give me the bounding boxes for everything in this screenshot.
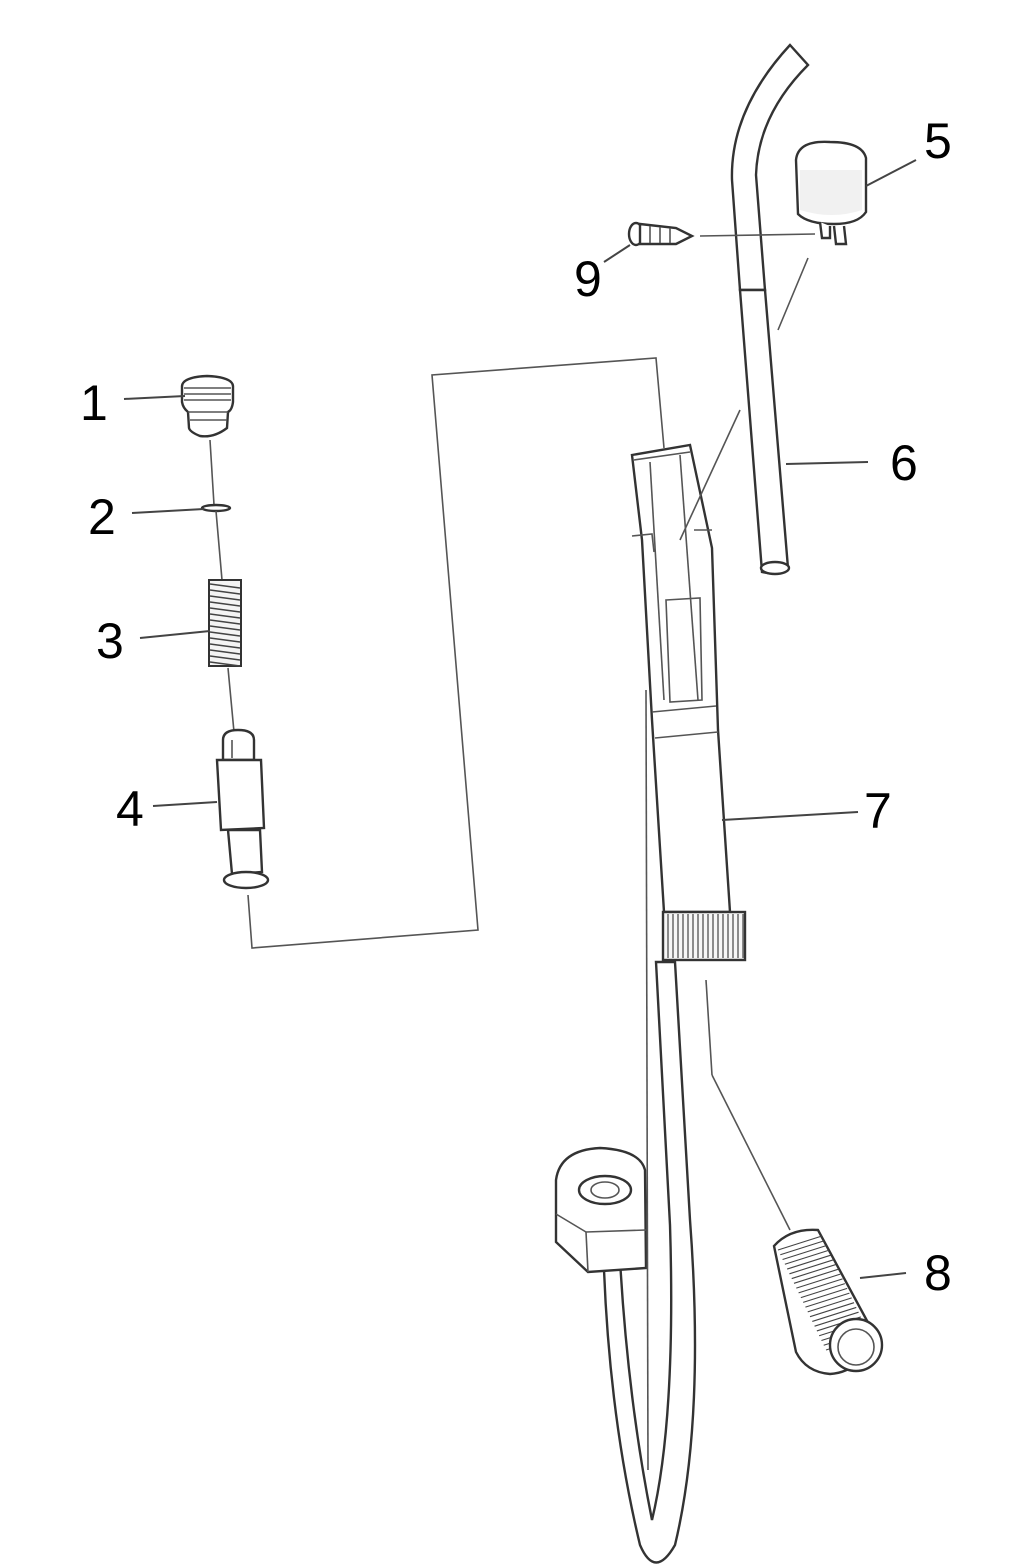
part-2-axis-line: [215, 510, 223, 581]
part-label-4: 4: [116, 781, 144, 837]
part-8-filter: [772, 1228, 884, 1376]
part-8-guide-line: [705, 979, 713, 1076]
part-9-screw: [627, 221, 695, 247]
part-label-9: 9: [574, 251, 602, 307]
part-4-plunger: [215, 728, 270, 890]
part-1-axis-line: [209, 439, 215, 506]
part-label-6: 6: [890, 435, 918, 491]
part-label-1: 1: [80, 375, 108, 431]
part-label-5: 5: [924, 113, 952, 169]
part-label-7: 7: [864, 783, 892, 839]
part-7-body: [630, 443, 747, 962]
part-label-3: 3: [96, 613, 124, 669]
part-3-spring: [208, 579, 242, 667]
part-3-axis-line: [227, 667, 235, 733]
pickup-tube-guide-line: [645, 689, 649, 1471]
part-label-8: 8: [924, 1245, 952, 1301]
part-2-washer: [200, 503, 232, 513]
part-6-tube: [730, 43, 810, 576]
part-5-cap: [794, 140, 868, 246]
part-9-guide-line: [699, 233, 816, 237]
pickup-tube: [554, 960, 697, 1564]
part-1-cap-nut: [180, 374, 235, 438]
assembly-guide-line: [247, 357, 665, 949]
part-label-2: 2: [88, 489, 116, 545]
leader-lines: [123, 159, 917, 1279]
part-7-guide-line: [679, 409, 741, 541]
part-8-guide-line-b: [711, 1074, 791, 1231]
part-6-guide-line: [777, 257, 809, 331]
